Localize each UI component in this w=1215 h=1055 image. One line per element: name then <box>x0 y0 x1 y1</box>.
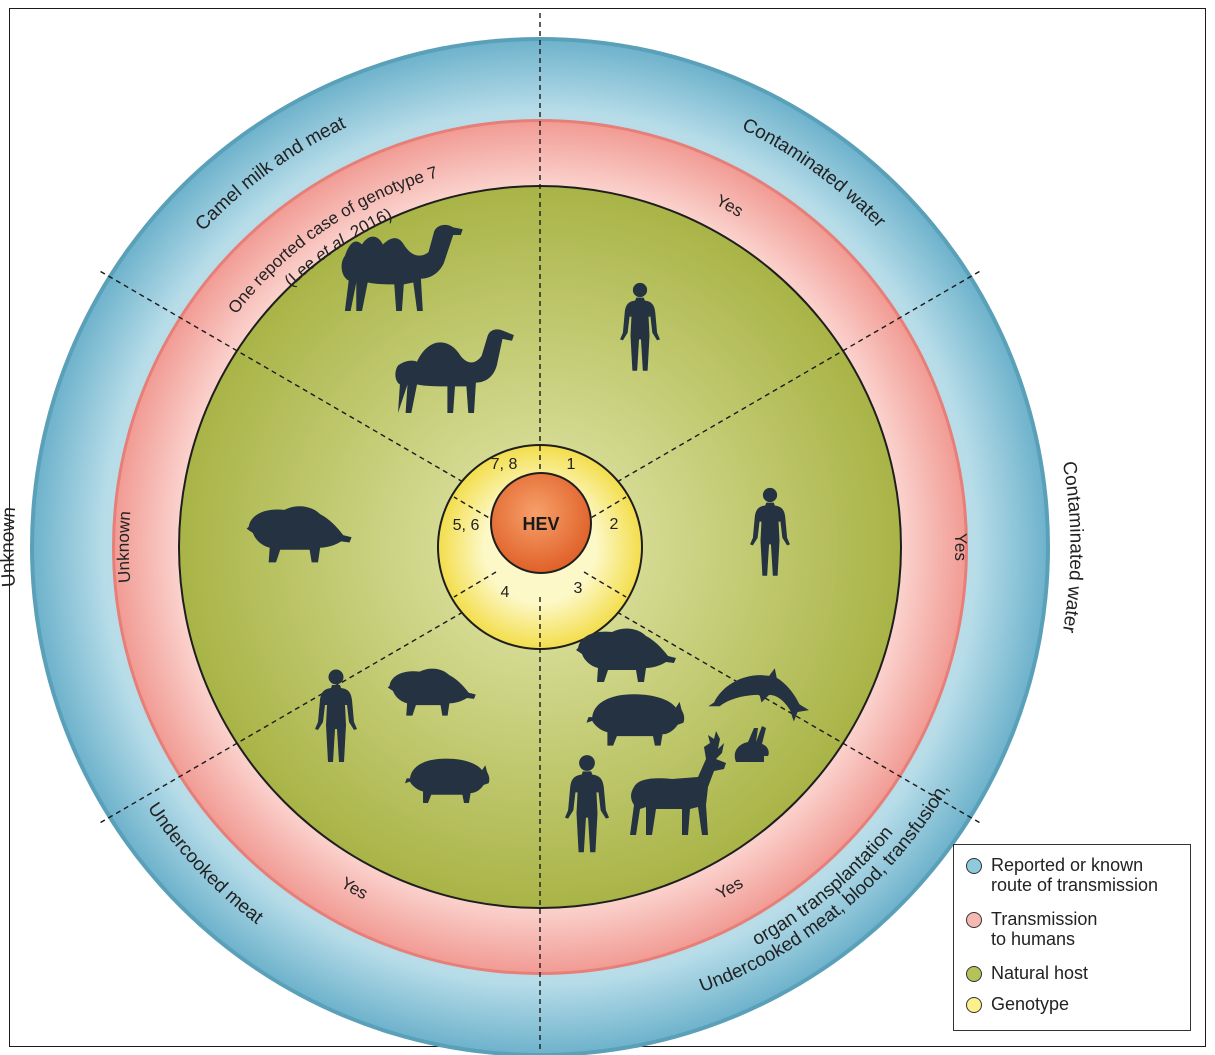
genotype-label-3: 3 <box>574 580 583 597</box>
hev-core <box>492 474 590 572</box>
legend-swatch-pink <box>966 912 982 928</box>
legend-swatch-yellow <box>966 997 982 1013</box>
outer-label-left: Unknown <box>0 506 20 588</box>
genotype-label-2: 2 <box>610 516 619 533</box>
outer-label-right: Contaminated water <box>1058 460 1087 635</box>
genotype-dividers <box>453 446 627 648</box>
genotype-label-5-6: 5, 6 <box>453 517 480 534</box>
transmission-label-left: Unknown <box>114 510 135 583</box>
hev-label: HEV <box>522 514 559 534</box>
legend-item-host: Natural host <box>966 963 1088 983</box>
legend-label: Reported or known route of transmission <box>991 855 1159 895</box>
sector-dividers <box>97 13 983 1050</box>
legend-label: Natural host <box>991 963 1089 983</box>
legend-label: Transmission to humans <box>991 909 1098 949</box>
legend-swatch-green <box>966 966 982 982</box>
genotype-label-4: 4 <box>501 584 510 601</box>
legend-item-transmission: Transmission to humans <box>966 909 1097 949</box>
genotype-label-7-8: 7, 8 <box>491 456 518 473</box>
legend: Reported or known route of transmission … <box>953 844 1191 1031</box>
legend-label: Genotype <box>991 994 1070 1014</box>
genotype-label-1: 1 <box>567 456 576 473</box>
transmission-label-right: Yes <box>951 533 970 561</box>
legend-item-route: Reported or known route of transmission <box>966 855 1158 895</box>
legend-swatch-blue <box>966 858 982 874</box>
legend-item-genotype: Genotype <box>966 994 1069 1014</box>
